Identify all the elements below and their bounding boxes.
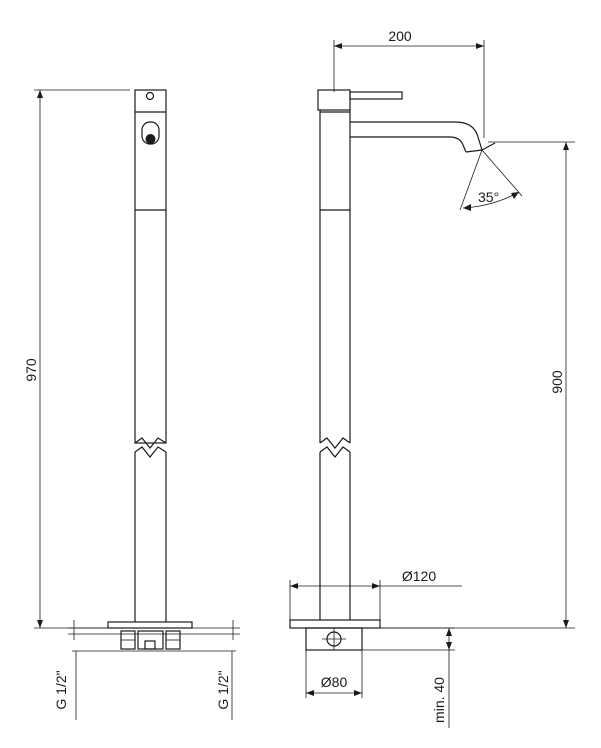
aerator-icon xyxy=(145,134,156,144)
side-view xyxy=(289,89,496,651)
dim-900: 900 xyxy=(380,141,575,629)
dim-80-label: Ø80 xyxy=(321,674,348,690)
thread-left-label: G 1/2" xyxy=(53,670,69,709)
dim-970: 970 xyxy=(23,89,130,629)
dim-angle-label: 35° xyxy=(478,189,499,205)
lever-pin-icon xyxy=(145,91,155,101)
dim-970-label: 970 xyxy=(23,358,39,382)
dim-front-base: G 1/2" G 1/2" xyxy=(53,620,240,720)
side-lever-body xyxy=(317,89,351,111)
thread-right-label: G 1/2" xyxy=(215,670,231,709)
dim-min40-label: min. 40 xyxy=(431,677,447,723)
side-base-plate xyxy=(289,619,381,629)
dim-120: Ø120 xyxy=(289,568,462,620)
dim-80: Ø80 xyxy=(305,650,363,698)
spout-lower xyxy=(350,136,467,153)
spout-upper xyxy=(350,121,483,151)
dim-900-label: 900 xyxy=(549,370,565,394)
dim-200: 200 xyxy=(333,28,485,138)
dim-min40: min. 40 xyxy=(362,627,455,728)
front-column-upper xyxy=(134,89,167,444)
front-view xyxy=(107,89,193,650)
front-base-plate xyxy=(107,621,193,629)
dim-200-label: 200 xyxy=(388,28,412,44)
side-lever-arm xyxy=(349,91,403,100)
dim-120-label: Ø120 xyxy=(402,568,436,584)
dim-angle: 35° xyxy=(459,149,523,211)
